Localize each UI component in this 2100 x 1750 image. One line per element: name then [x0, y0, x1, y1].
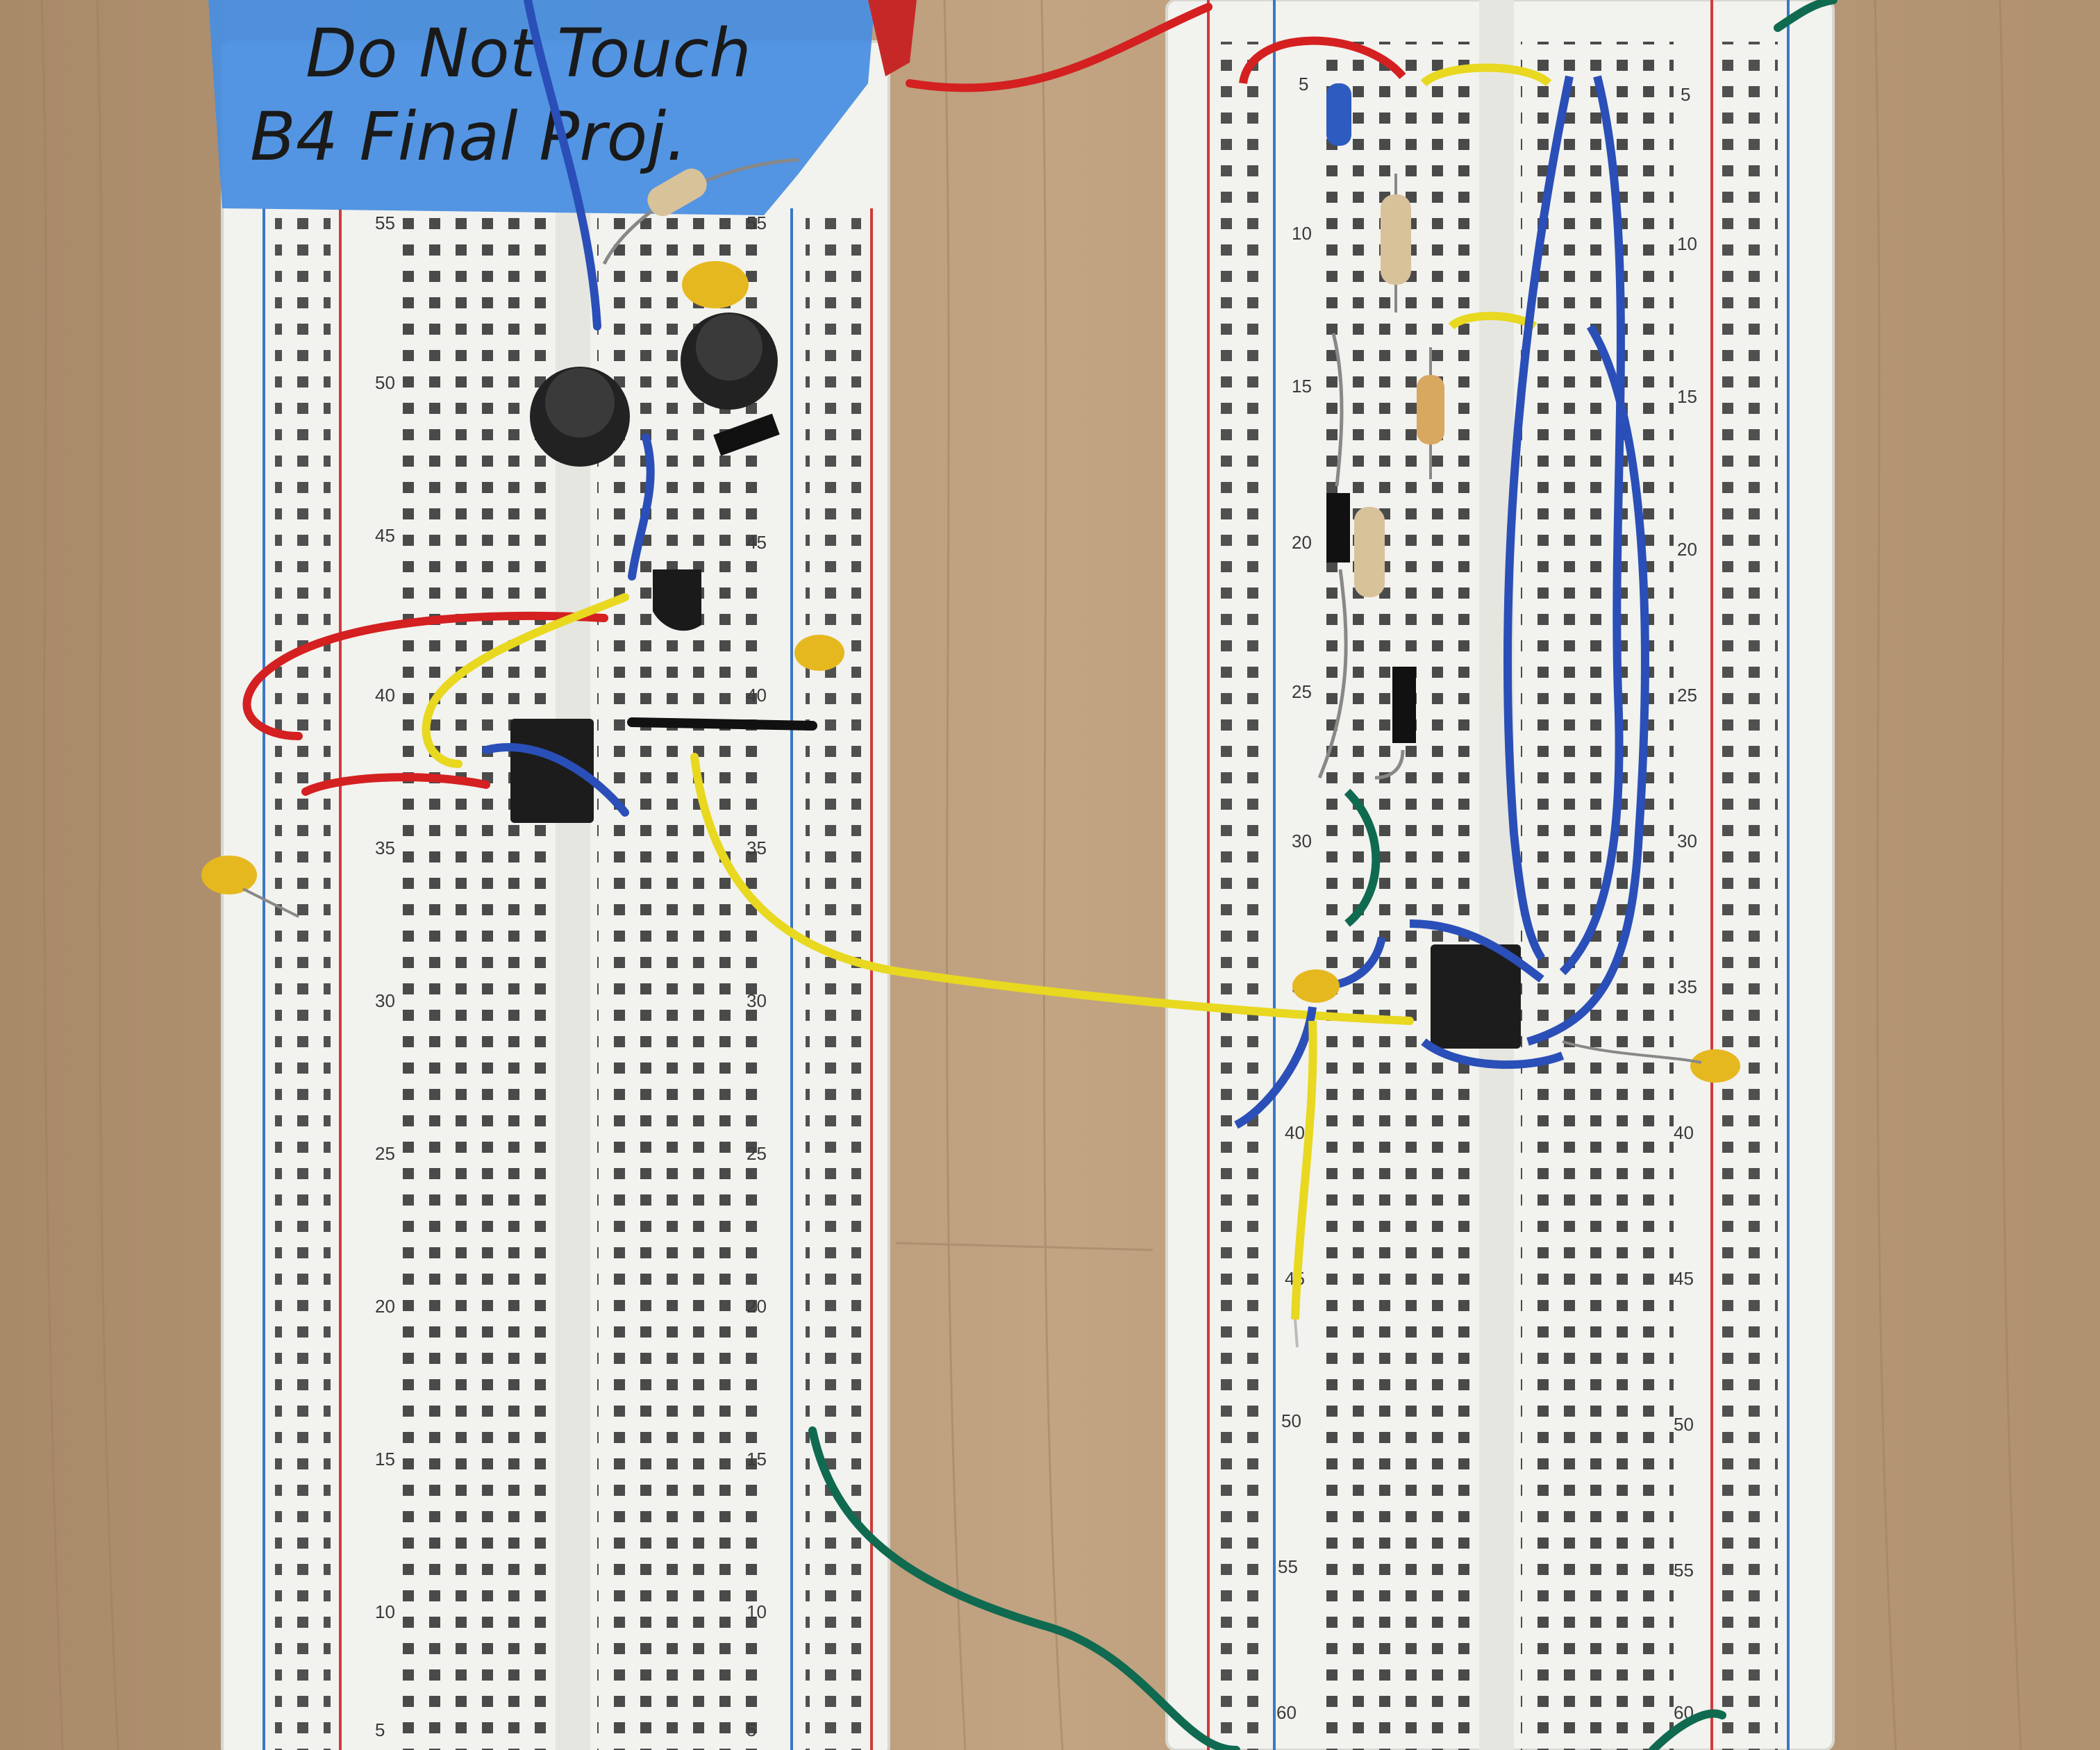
row-label: 15	[1292, 376, 1312, 397]
row-label: 5	[1299, 74, 1308, 94]
row-label: 5	[375, 1719, 385, 1740]
left-components	[201, 0, 917, 918]
ic-chip	[510, 719, 594, 823]
left-board-row-labels: 55 50 45 40 35 30 25 20 15 10 5 55 45 40…	[375, 212, 767, 1740]
row-label: 20	[747, 1296, 767, 1317]
row-label: 15	[375, 1449, 395, 1469]
row-label: 15	[1677, 386, 1697, 407]
row-label: 60	[1276, 1702, 1297, 1723]
row-label: 55	[747, 212, 767, 233]
row-label: 10	[375, 1601, 395, 1622]
row-label: 30	[1677, 831, 1697, 851]
row-label: 40	[747, 685, 767, 706]
row-label: 50	[1281, 1410, 1301, 1431]
row-label: 25	[1677, 685, 1697, 706]
wires	[242, 0, 1838, 1750]
right-components	[1234, 36, 1740, 1348]
row-label: 25	[1292, 681, 1312, 702]
row-label: 40	[375, 685, 395, 706]
row-label: 40	[1285, 1122, 1305, 1143]
ceramic-capacitor	[201, 856, 257, 894]
row-label: 50	[1674, 1414, 1694, 1435]
resistor	[602, 158, 799, 265]
transistor	[653, 569, 701, 631]
ceramic-capacitor	[1690, 1049, 1740, 1083]
right-board-row-labels-right: 5 10 15 20 25 30 35 40 45 50 55 60	[1674, 84, 1697, 1723]
row-label: 20	[1677, 539, 1697, 560]
row-label: 50	[375, 372, 395, 393]
resistor	[1417, 347, 1444, 479]
inductor	[530, 367, 630, 467]
row-label: 20	[375, 1296, 395, 1317]
row-label: 45	[1674, 1268, 1694, 1289]
ceramic-capacitor	[794, 635, 844, 671]
row-label: 35	[375, 838, 395, 858]
row-label: 10	[1677, 233, 1697, 254]
ceramic-capacitor	[682, 261, 749, 308]
resistor	[1326, 83, 1351, 146]
diode	[713, 413, 780, 456]
row-label: 10	[747, 1601, 767, 1622]
row-label: 40	[1674, 1122, 1694, 1143]
row-label: 55	[375, 212, 395, 233]
tape-note-line2: B4 Final Proj.	[250, 98, 687, 176]
wood-grain	[40, 0, 2022, 1750]
row-label: 35	[1677, 976, 1697, 997]
row-label: 30	[1292, 831, 1312, 851]
row-label: 30	[747, 990, 767, 1011]
ceramic-capacitor	[1292, 969, 1340, 1003]
right-breadboard: 5 10 15 20 25 30 35 40 45 50 55 60 5 10 …	[1165, 0, 1835, 1750]
row-label: 25	[747, 1143, 767, 1164]
row-label: 55	[1674, 1560, 1694, 1581]
row-label: 45	[375, 525, 395, 546]
row-label: 20	[1292, 532, 1312, 553]
row-label: 30	[375, 990, 395, 1011]
resistor	[1354, 507, 1385, 597]
row-label: 15	[747, 1449, 767, 1469]
masking-tape-note: Do Not Touch B4 Final Proj.	[208, 0, 875, 215]
row-label: 35	[747, 838, 767, 858]
ic-chip	[1431, 944, 1521, 1049]
left-breadboard: 55 50 45 40 35 30 25 20 15 10 5 55 45 40…	[221, 40, 890, 1750]
red-alligator-clip	[868, 0, 917, 76]
row-label: 10	[1292, 223, 1312, 244]
inductor	[681, 312, 778, 410]
tape-note-line1: Do Not Touch	[306, 15, 751, 92]
diode	[1326, 493, 1350, 562]
row-label: 45	[747, 532, 767, 553]
diode	[1392, 667, 1416, 743]
resistor	[1381, 174, 1411, 312]
row-label: 5	[1681, 84, 1690, 105]
row-label: 55	[1278, 1556, 1298, 1577]
row-label: 25	[375, 1143, 395, 1164]
row-label: 5	[747, 1719, 756, 1740]
